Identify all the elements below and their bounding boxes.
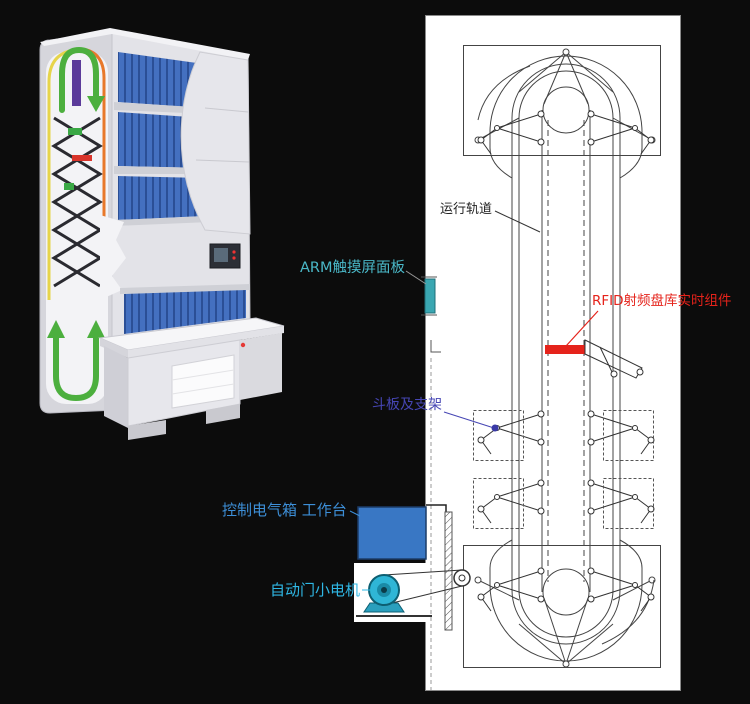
- label-control-box-workbench: 控制电气箱 工作台: [222, 501, 347, 519]
- bucket-zones: [473, 410, 654, 529]
- bucket-marker-dot: [491, 424, 499, 432]
- label-bucket-and-bracket: 斗板及支架: [372, 397, 442, 413]
- control-panel-display: [209, 243, 241, 269]
- panel-seam: [195, 159, 250, 163]
- leader-bucket-and-bracket: [443, 411, 495, 429]
- auto-door: [430, 340, 441, 690]
- green-cycle-arrow-bottom: [47, 320, 105, 402]
- label-auto-door-motor: 自动门小电机: [270, 581, 361, 599]
- leader-running-track: [494, 210, 541, 233]
- leader-lines: [349, 210, 599, 591]
- arm-touch-panel: [421, 276, 437, 316]
- rfid-reader-bar: [545, 345, 585, 354]
- label-rfid-component: RFID射频盘库实时组件: [592, 293, 732, 309]
- lower-cabinet: [104, 333, 282, 440]
- drive-strip: [72, 60, 81, 106]
- cabinet-top-cap: [40, 28, 250, 60]
- top-sprocket-housing: [463, 45, 661, 156]
- label-arm-touch-panel: ARM触摸屏面板: [300, 260, 406, 276]
- label-running-track: 运行轨道: [440, 202, 493, 217]
- schematic-panel: [354, 15, 681, 691]
- door-motor-assembly: [354, 563, 471, 622]
- bottom-sprocket-housing: [463, 545, 661, 668]
- panel-seam: [204, 107, 249, 113]
- indicator-light: [240, 342, 246, 348]
- bottom-sprocket: [542, 568, 590, 616]
- work-table: [98, 317, 285, 358]
- tray-marker-green: [68, 128, 82, 135]
- green-cycle-arrow-top: [59, 46, 105, 113]
- leader-control-box: [349, 510, 361, 517]
- tray-marker-red: [72, 155, 92, 161]
- leader-rfid-component: [565, 310, 599, 347]
- top-sprocket: [542, 86, 590, 134]
- cabinet-illustration: [39, 28, 285, 440]
- blue-drawers-lower: [120, 284, 250, 334]
- cabinet-front-panel: [180, 51, 251, 235]
- cutaway-edge: [100, 215, 126, 298]
- tray-marker-green-small: [64, 183, 74, 190]
- leader-arm-touch-panel: [405, 270, 427, 285]
- rfid-lever: [584, 339, 644, 379]
